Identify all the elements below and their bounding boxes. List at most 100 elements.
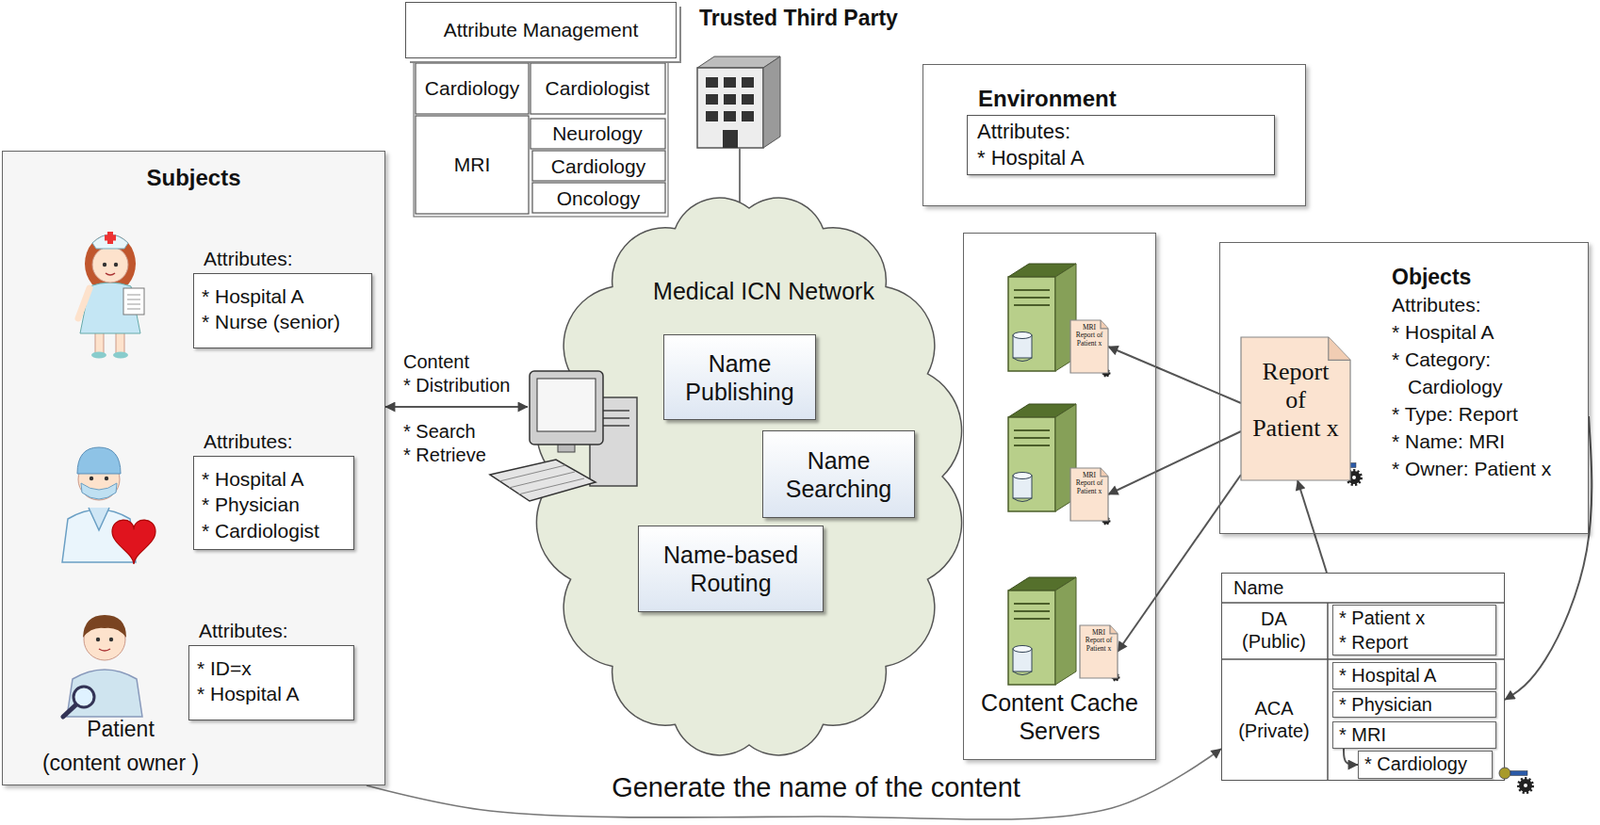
node-title: * MRI — [1338, 722, 1490, 748]
server-icon — [1008, 577, 1077, 686]
window — [705, 111, 719, 122]
disk-icon — [1012, 335, 1032, 359]
name-table: Name* Patient x* Report* Hospital A* Phy… — [1221, 572, 1505, 782]
figure-caption: (content owner ) — [42, 751, 199, 778]
server-icon — [1008, 263, 1077, 372]
face — [92, 246, 129, 283]
server-slot — [1013, 618, 1050, 621]
table-header: Attribute Management — [405, 1, 677, 59]
gear-icon — [1518, 779, 1533, 793]
window — [741, 94, 754, 105]
window — [723, 94, 736, 105]
server-slot — [1013, 296, 1050, 299]
node-title: Subjects — [2, 163, 385, 192]
server-top — [1008, 577, 1077, 591]
window — [741, 77, 754, 88]
node-text: * ID=x — [196, 655, 343, 682]
eye — [104, 476, 109, 481]
gear-hole — [1352, 475, 1356, 480]
node-title: MRI Report of Patient x — [1072, 472, 1107, 496]
table-cell-box — [532, 150, 666, 181]
node-text: * Type: Report — [1391, 400, 1584, 428]
dress — [80, 282, 141, 334]
cross — [104, 235, 116, 242]
cap — [92, 234, 129, 249]
key-icon — [1499, 767, 1533, 793]
server-front — [1008, 417, 1056, 512]
disk-top — [1012, 332, 1032, 340]
server-front — [1008, 277, 1056, 372]
document-outline — [1240, 337, 1351, 481]
party-title: Trusted Third Party — [699, 5, 898, 33]
building-icon — [697, 56, 781, 148]
gear-hole — [1523, 783, 1528, 788]
node-title: Attributes: — [977, 118, 1263, 146]
window — [723, 111, 736, 122]
document-box: Report of Patient x — [1240, 337, 1351, 481]
keyboard — [489, 459, 596, 502]
table-cell: Oncology — [556, 186, 641, 211]
subjects-panel: SubjectsAttributes:* Hospital A* Nurse (… — [1, 150, 386, 786]
node-title: MRI Report of Patient x — [1072, 324, 1107, 348]
connector — [1297, 480, 1327, 573]
table-cell: * Physician — [1332, 691, 1497, 719]
text-column: ObjectsAttributes:* Hospital A* Category… — [1391, 243, 1584, 483]
attribute-box: Attributes:* Hospital A — [966, 114, 1275, 176]
attribute-box: Attributes:* ID=x* Hospital A — [188, 645, 355, 721]
computer-icon — [489, 371, 637, 502]
document-outline — [1079, 625, 1118, 679]
server-slot — [1013, 289, 1050, 292]
clipboard-line — [127, 294, 141, 296]
node-title: Name Publishing — [669, 349, 810, 407]
table-cell-box — [415, 115, 529, 214]
cap — [77, 447, 121, 474]
clipboard — [123, 288, 145, 315]
gear-icon — [1103, 370, 1111, 377]
gown — [66, 669, 143, 718]
connector — [385, 406, 528, 409]
gear-icon — [1112, 674, 1120, 682]
patient-figure — [63, 615, 143, 718]
disk-top — [1012, 473, 1032, 480]
disk-icon — [1012, 649, 1032, 672]
server-side — [1055, 263, 1077, 372]
hair — [82, 615, 127, 638]
table-cell: ACA (Private) — [1226, 697, 1322, 743]
mask — [81, 483, 117, 500]
server-slot — [1013, 429, 1050, 432]
node-text: * Name: MRI — [1391, 427, 1584, 456]
server-side — [1055, 577, 1077, 686]
table-cell: Neurology — [552, 121, 643, 146]
connector — [1108, 346, 1241, 404]
hair — [84, 234, 136, 294]
node-title: * Hospital A — [1338, 663, 1490, 688]
table-cell: Cardiology — [551, 154, 646, 179]
table-cell-box — [530, 118, 666, 149]
server-slot — [1013, 437, 1050, 440]
figure-caption: Patient — [86, 717, 155, 744]
network-cloud: Medical ICN NetworkName PublishingName S… — [527, 194, 966, 760]
magnifier-handle — [63, 704, 77, 718]
screen — [537, 378, 596, 432]
building-front — [697, 67, 764, 148]
server-slot — [1013, 444, 1050, 447]
node-title: Name — [1233, 575, 1504, 601]
window — [723, 77, 736, 88]
server-top — [1008, 404, 1077, 418]
table-frame — [413, 60, 669, 217]
table-cell: MRI — [454, 152, 491, 177]
face — [83, 619, 126, 661]
document-fold — [1110, 625, 1118, 635]
tower-slot — [597, 417, 630, 420]
coat — [62, 509, 136, 563]
node-text: * Hospital A — [977, 145, 1263, 172]
shoe — [91, 352, 107, 360]
tower-slot — [597, 409, 630, 412]
connector — [1343, 749, 1358, 766]
server-slot — [1013, 610, 1050, 613]
heart-symbol — [112, 520, 156, 565]
server-icon — [1008, 404, 1077, 512]
arm — [78, 288, 90, 319]
building-side — [763, 56, 781, 148]
window — [705, 94, 719, 105]
